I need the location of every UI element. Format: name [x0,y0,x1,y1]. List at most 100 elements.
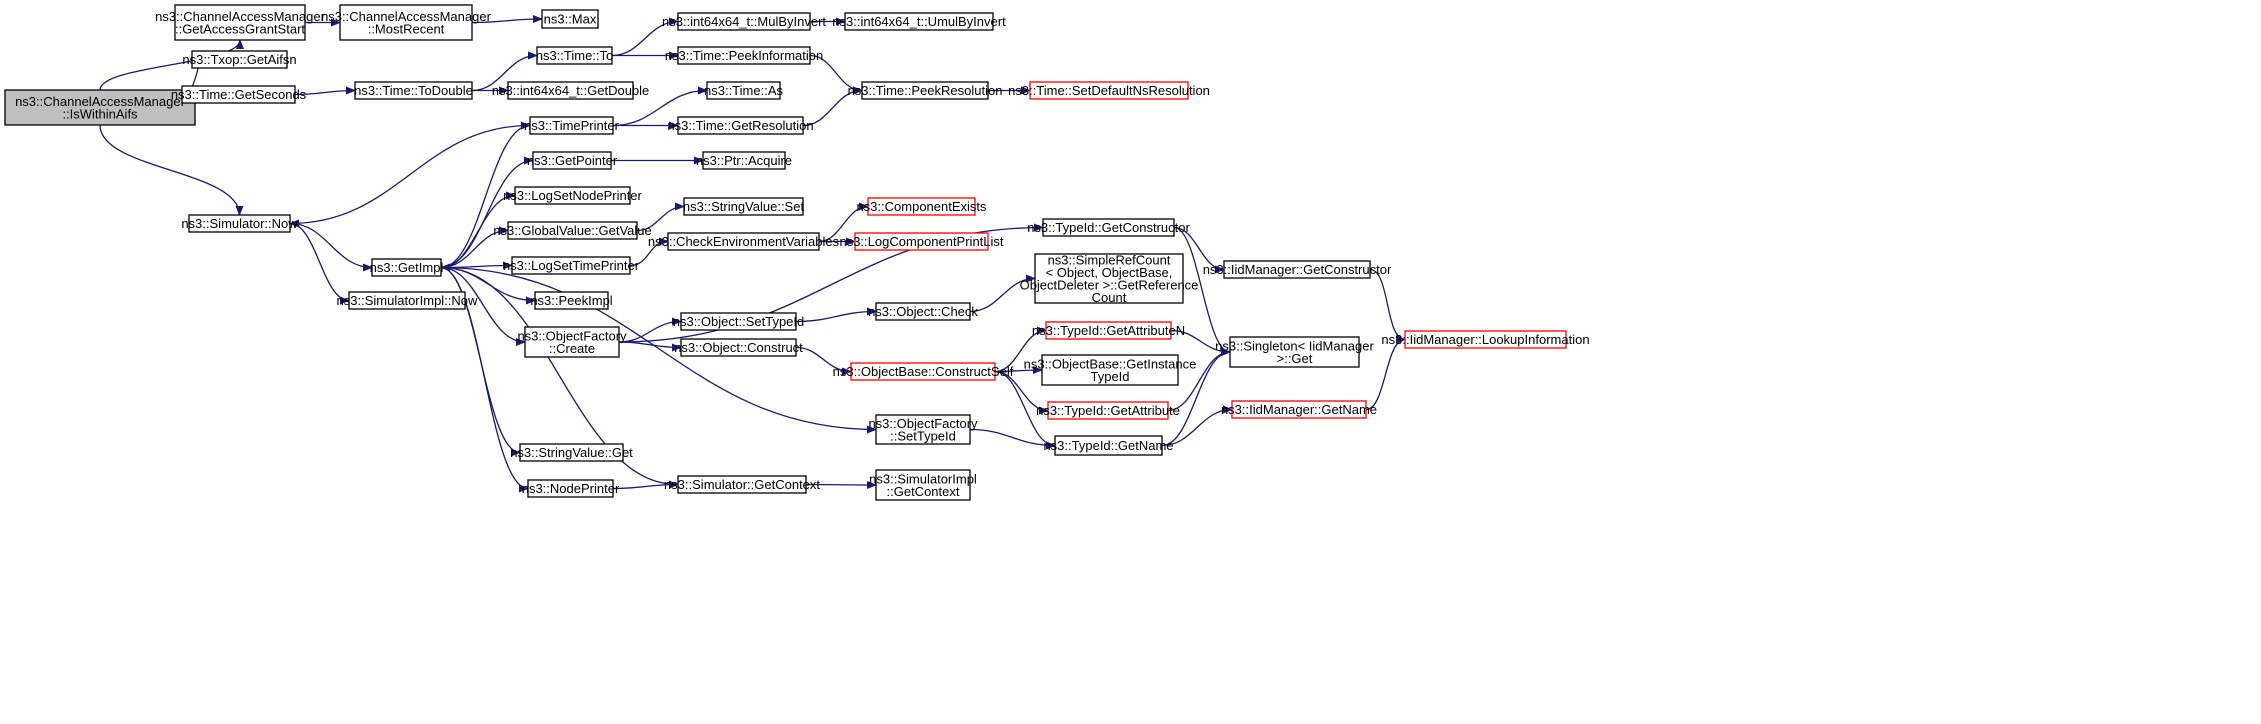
node-check-env-vars[interactable]: ns3::CheckEnvironmentVariables [648,232,840,251]
node-box [511,256,631,275]
node-label: ns3::Time::SetDefaultNsResolution [1008,83,1210,98]
edge-iid-get-constructor-to-lookup-information [1369,268,1406,344]
node-singleton-get[interactable]: ns3::Singleton< IidManager>::Get [1215,336,1374,368]
node-box [514,186,631,205]
node-box [524,326,620,358]
node-simulator-now[interactable]: ns3::Simulator::Now [181,214,298,233]
node-peek-impl[interactable]: ns3::PeekImpl [530,291,613,310]
node-label: ns3::Object::Check [868,304,978,319]
node-object-factory-set-type-id[interactable]: ns3::ObjectFactory::SetTypeId [868,414,978,445]
node-label: ns3::Txop::GetAifsn [182,52,296,67]
node-get-double[interactable]: ns3::int64x64_t::GetDouble [492,81,650,100]
edge-log-set-time-printer-to-check-env-vars [629,237,669,267]
node-construct-self[interactable]: ns3::ObjectBase::ConstructSelf [833,362,1014,381]
node-simple-ref-count[interactable]: ns3::SimpleRefCount< Object, ObjectBase,… [1020,252,1199,305]
node-simulator-get-context[interactable]: ns3::Simulator::GetContext [664,475,820,494]
node-get-impl[interactable]: ns3::GetImpl [370,258,444,277]
node-label: ns3::LogSetTimePrinter [503,258,640,273]
node-box [867,197,976,216]
node-box [844,12,994,31]
node-box [1404,330,1567,349]
node-label: ns3::ComponentExists [856,199,987,214]
node-label: ns3::GetImpl [370,260,444,275]
node-box [174,4,306,41]
edge-simulator-get-context-to-get-impl [440,263,679,486]
node-get-seconds[interactable]: ns3::Time::GetSeconds [171,85,307,104]
node-label: ns3::Time::PeekInformation [665,48,823,63]
node-box [875,469,971,501]
node-label: ns3::NodePrinter [522,481,620,496]
node-time-as[interactable]: ns3::Time::As [704,81,783,100]
node-box [680,312,797,331]
node-get-resolution[interactable]: ns3::Time::GetResolution [667,116,814,135]
node-object-construct[interactable]: ns3::Object::Construct [674,338,803,357]
node-label: ns3::CheckEnvironmentVariables [648,234,840,249]
node-label: ns3::ObjectBase::GetInstance [1024,356,1197,371]
node-time-printer[interactable]: ns3::TimePrinter [524,116,620,135]
node-label: ObjectDeleter >::GetReference [1020,277,1199,292]
node-label: ns3::Singleton< IidManager [1215,338,1374,353]
edge-get-impl-to-get-pointer [440,156,534,269]
node-label: ::Create [549,341,595,356]
node-object-check[interactable]: ns3::Object::Check [868,302,978,321]
node-label: ns3::IidManager::GetConstructor [1203,262,1392,277]
node-box [529,116,614,135]
node-umul-by-invert[interactable]: ns3::int64x64_t::UmulByInvert [832,12,1006,31]
node-string-value-get[interactable]: ns3::StringValue::Get [510,443,633,462]
node-label: ns3::Time::As [704,83,783,98]
node-peek-resolution[interactable]: ns3::Time::PeekResolution [848,81,1003,100]
node-box [1042,218,1175,237]
node-box [706,81,781,100]
node-get-pointer[interactable]: ns3::GetPointer [527,151,618,170]
node-max[interactable]: ns3::Max [541,9,599,29]
node-get-access-grant-start[interactable]: ns3::ChannelAccessManager::GetAccessGran… [155,4,326,41]
node-type-id-get-constructor[interactable]: ns3::TypeId::GetConstructor [1027,218,1190,237]
node-label: ns3::Time::PeekResolution [848,83,1003,98]
node-label: ns3::GlobalValue::GetValue [493,223,652,238]
node-box [534,291,609,310]
node-log-component-print-list[interactable]: ns3::LogComponentPrintList [839,232,1004,251]
node-iid-get-name[interactable]: ns3::IidManager::GetName [1221,400,1377,419]
edge-object-check-to-simple-ref-count [969,274,1036,313]
node-simulator-impl-get-context[interactable]: ns3::SimulatorImpl::GetContext [869,469,977,501]
node-type-id-get-name[interactable]: ns3::TypeId::GetName [1043,435,1174,456]
node-box [1034,253,1184,304]
node-iid-get-constructor[interactable]: ns3::IidManager::GetConstructor [1203,260,1392,279]
node-get-attribute-n[interactable]: ns3::TypeId::GetAttributeN [1032,321,1185,340]
node-simulator-impl-now[interactable]: ns3::SimulatorImpl::Now [337,291,478,310]
node-component-exists[interactable]: ns3::ComponentExists [856,197,987,216]
node-object-set-type-id[interactable]: ns3::Object::SetTypeId [673,312,805,331]
node-peek-information[interactable]: ns3::Time::PeekInformation [665,46,823,65]
edge-to-double-to-time-to [471,51,538,92]
node-lookup-information[interactable]: ns3::IidManager::LookupInformation [1381,330,1590,349]
node-string-value-set[interactable]: ns3::StringValue::Set [683,197,805,216]
node-global-value-get-value[interactable]: ns3::GlobalValue::GetValue [493,221,652,240]
edge-construct-self-to-get-attribute-n [994,326,1047,373]
node-mul-by-invert[interactable]: ns3::int64x64_t::MulByInvert [662,12,826,31]
node-label: ns3::ChannelAccessManager [321,9,491,24]
node-label: ::MostRecent [368,21,445,36]
node-log-set-time-printer[interactable]: ns3::LogSetTimePrinter [503,256,640,275]
node-log-set-node-printer[interactable]: ns3::LogSetNodePrinter [503,186,643,205]
node-to-double[interactable]: ns3::Time::ToDouble [354,81,473,100]
node-box [1054,435,1163,456]
node-get-attribute[interactable]: ns3::TypeId::GetAttribute [1036,401,1180,420]
node-box [532,151,612,170]
node-time-to[interactable]: ns3::Time::To [536,46,614,65]
node-set-default-ns-resolution[interactable]: ns3::Time::SetDefaultNsResolution [1008,81,1210,100]
node-object-factory-create[interactable]: ns3::ObjectFactory::Create [517,326,627,358]
node-box [1045,321,1172,340]
node-box [850,362,996,381]
edge-object-factory-create-to-object-set-type-id [618,317,682,343]
node-node-printer[interactable]: ns3::NodePrinter [522,479,620,498]
edge-object-factory-set-type-id-to-type-id-get-name [969,428,1056,450]
node-ptr-acquire[interactable]: ns3::Ptr::Acquire [696,151,792,170]
node-label: ns3::Object::Construct [674,340,803,355]
node-label: ns3::PeekImpl [530,293,612,308]
node-get-aifsn[interactable]: ns3::Txop::GetAifsn [182,50,297,69]
node-label: ns3::int64x64_t::GetDouble [492,83,650,98]
node-root[interactable]: ns3::ChannelAccessManager::IsWithinAifs [4,89,196,126]
node-most-recent[interactable]: ns3::ChannelAccessManager::MostRecent [321,4,492,41]
